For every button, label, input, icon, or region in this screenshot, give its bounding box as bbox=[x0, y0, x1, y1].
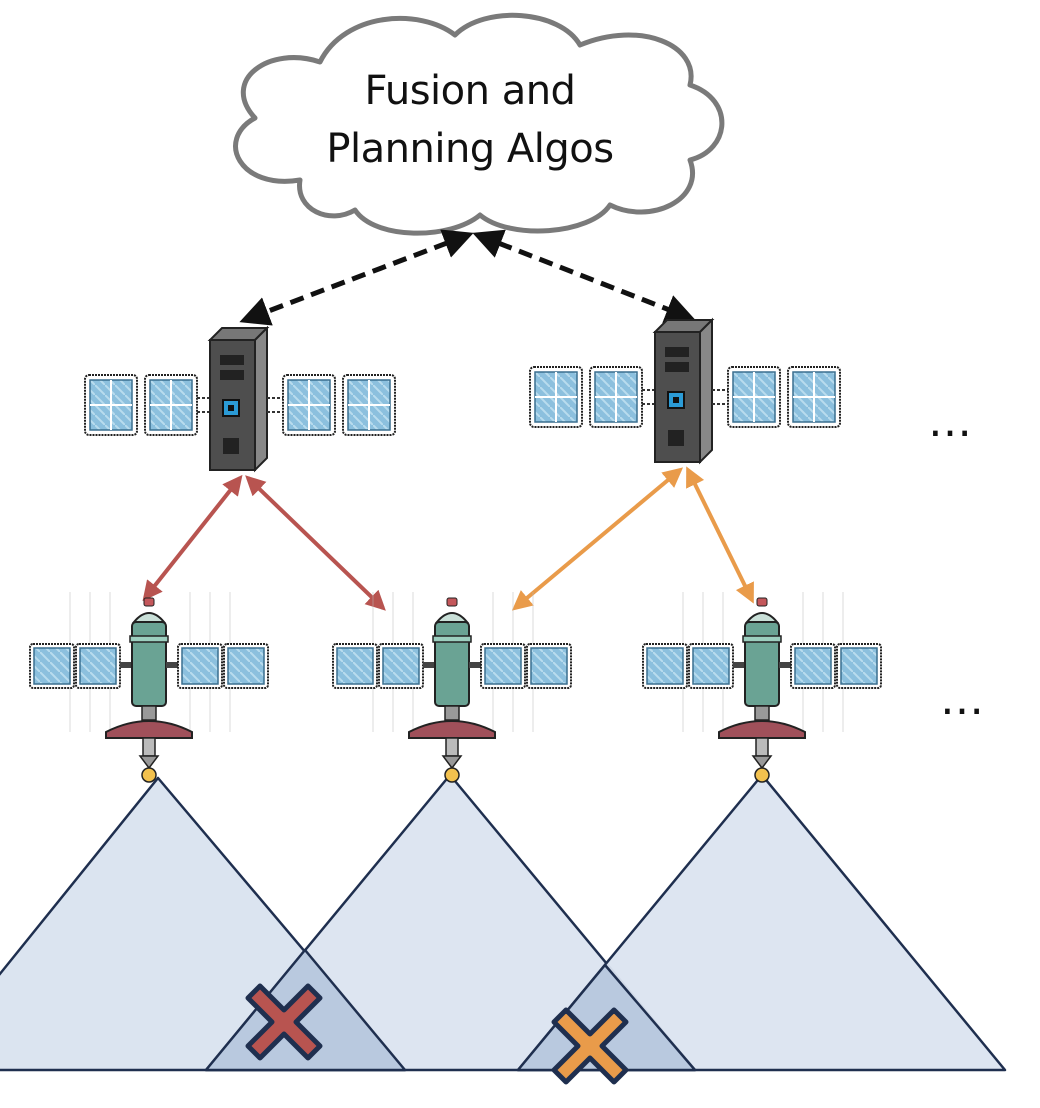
observer-satellite-icon bbox=[642, 591, 882, 783]
cloud-label: Fusion and Planning Algos bbox=[230, 62, 710, 178]
server-satellite-icon bbox=[530, 320, 840, 462]
cloud-label-line2: Planning Algos bbox=[326, 126, 614, 172]
footprint-3 bbox=[516, 773, 1007, 1072]
observer-satellite-icon bbox=[332, 591, 572, 783]
red-link-left bbox=[142, 474, 243, 602]
cloud-label-line1: Fusion and bbox=[364, 68, 576, 114]
red-links bbox=[142, 474, 386, 611]
red-link-right bbox=[245, 475, 386, 611]
server-satellite-icon bbox=[85, 328, 395, 470]
orange-links bbox=[511, 466, 754, 611]
ellipsis-upper: … bbox=[928, 396, 974, 447]
observer-satellite-icon bbox=[29, 591, 269, 783]
cloud-link-left bbox=[239, 229, 474, 326]
cloud-links bbox=[239, 229, 696, 326]
cloud-link-right bbox=[472, 229, 696, 324]
footprints bbox=[0, 773, 1007, 1072]
cloud-icon bbox=[233, 12, 725, 236]
ellipsis-lower: … bbox=[940, 674, 986, 725]
orange-link-left bbox=[511, 467, 684, 611]
orange-link-right bbox=[686, 466, 754, 604]
